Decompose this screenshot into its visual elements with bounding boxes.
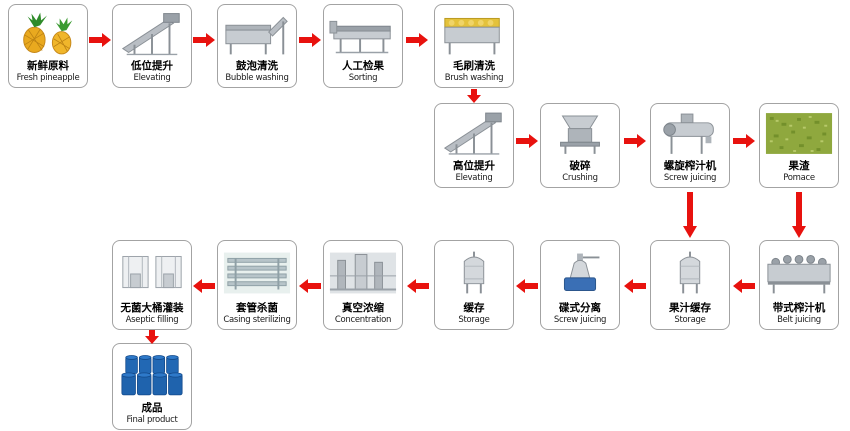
step-label-zh: 套管杀菌 [236,302,278,314]
step-label-zh: 新鲜原料 [27,60,69,72]
flow-arrow-right-icon [299,33,321,47]
sterilizer-pipes-photo [222,244,292,302]
step-label-en: Pomace [783,173,815,183]
step-screw-juicing: 螺旋榨汁机 Screw juicing [650,103,730,188]
step-label-en: Storage [674,315,706,325]
screw-press-photo [655,107,725,160]
step-casing-sterilizing: 套管杀菌 Casing sterilizing [217,240,297,330]
flow-arrow-right-icon [89,33,111,47]
flow-arrow-left-icon [193,279,215,293]
vacuum-evaporator-photo [328,244,398,302]
step-label-en: Storage [458,315,490,325]
step-final-product: 成品 Final product [112,343,192,430]
flow-arrow-right-icon [406,33,428,47]
step-label-zh: 果汁缓存 [669,302,711,314]
step-label-en: Bubble washing [225,73,289,83]
inclined-conveyor-photo [439,107,509,160]
flow-arrow-right-icon [624,134,646,148]
step-pomace: 果渣 Pomace [759,103,839,188]
step-label-en: Elevating [455,173,493,183]
step-disc-separating: 碟式分离 Screw juicing [540,240,620,330]
step-label-en: Final product [126,415,178,425]
flow-arrow-left-icon [299,279,321,293]
flow-arrow-right-icon [516,134,538,148]
disc-separator-photo [545,244,615,302]
step-label-en: Sorting [348,73,378,83]
step-brush-washing: 毛刷清洗 Brush washing [434,4,514,88]
step-low-elevating: 低位提升 Elevating [112,4,192,88]
step-label-zh: 成品 [141,402,163,414]
step-storage: 缓存 Storage [434,240,514,330]
step-label-zh: 低位提升 [131,60,173,72]
storage-tank-photo [655,244,725,302]
step-label-zh: 鼓泡清洗 [236,60,278,72]
flow-arrow-down-icon [467,89,481,103]
storage-tank-photo [439,244,509,302]
flow-arrow-left-icon [733,279,755,293]
flow-arrow-down-icon [792,192,806,238]
flow-arrow-left-icon [407,279,429,293]
step-label-zh: 无菌大桶灌装 [120,302,184,314]
step-label-en: Fresh pineapple [16,73,80,83]
flow-arrow-down-icon [145,330,159,344]
step-label-en: Concentration [334,315,392,325]
step-label-zh: 碟式分离 [559,302,601,314]
aseptic-filler-photo [117,244,187,302]
flow-arrow-right-icon [733,134,755,148]
flow-arrow-down-icon [683,192,697,238]
step-label-en: Elevating [133,73,171,83]
pomace-photo [764,107,834,160]
flow-arrow-left-icon [624,279,646,293]
step-label-zh: 带式榨汁机 [772,302,826,314]
step-label-zh: 人工检果 [342,60,384,72]
step-bubble-washing: 鼓泡清洗 Bubble washing [217,4,297,88]
step-label-zh: 缓存 [463,302,485,314]
flow-arrow-left-icon [516,279,538,293]
step-label-zh: 螺旋榨汁机 [663,160,717,172]
belt-press-photo [764,244,834,302]
sorting-conveyor-photo [328,8,398,60]
bubble-washer-photo [222,8,292,60]
step-label-en: Brush washing [444,73,504,83]
step-high-elevating: 高位提升 Elevating [434,103,514,188]
step-label-zh: 真空浓缩 [342,302,384,314]
step-label-en: Casing sterilizing [223,315,291,325]
step-label-en: Screw juicing [553,315,607,325]
inclined-conveyor-photo [117,8,187,60]
step-label-en: Crushing [562,173,598,183]
step-label-en: Screw juicing [663,173,717,183]
crusher-photo [545,107,615,160]
step-juice-storage: 果汁缓存 Storage [650,240,730,330]
step-label-en: Belt juicing [777,315,821,325]
blue-drums-photo [117,347,187,402]
step-fresh-pineapple: 新鲜原料 Fresh pineapple [8,4,88,88]
brush-washer-photo [439,8,509,60]
step-aseptic-filling: 无菌大桶灌装 Aseptic filling [112,240,192,330]
step-label-zh: 毛刷清洗 [453,60,495,72]
step-sorting: 人工检果 Sorting [323,4,403,88]
step-label-zh: 破碎 [569,160,591,172]
step-belt-juicing: 带式榨汁机 Belt juicing [759,240,839,330]
flow-arrow-right-icon [193,33,215,47]
step-label-en: Aseptic filling [125,315,179,325]
step-label-zh: 果渣 [788,160,810,172]
step-crushing: 破碎 Crushing [540,103,620,188]
step-concentration: 真空浓缩 Concentration [323,240,403,330]
pineapple-photo [13,8,83,60]
step-label-zh: 高位提升 [453,160,495,172]
